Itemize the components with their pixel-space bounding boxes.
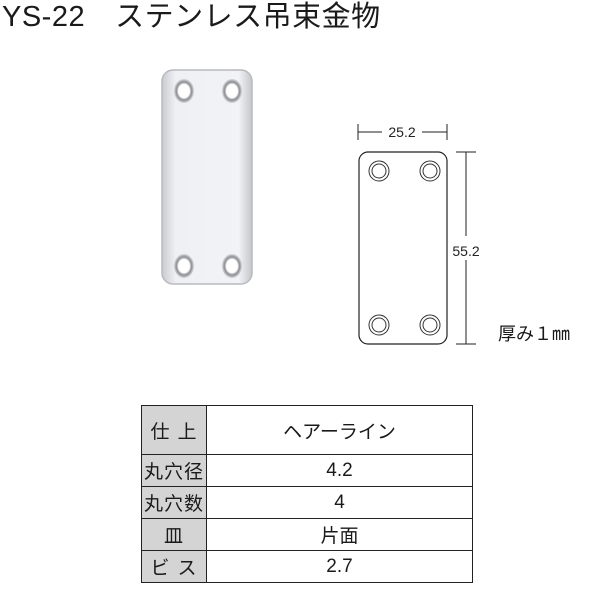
- row-value: 片面: [206, 518, 473, 551]
- table-row: 皿 片面: [141, 518, 473, 551]
- row-value: ヘアーライン: [206, 405, 473, 455]
- height-dimension: 55.2: [452, 243, 479, 259]
- product-code: YS-22: [2, 1, 86, 33]
- spec-table: 仕 上 ヘアーライン 丸穴径 4.2 丸穴数 4 皿 片面 ビ ス 2.7: [141, 405, 473, 583]
- row-label: 丸穴数: [141, 486, 207, 519]
- product-photo: [161, 69, 253, 285]
- row-value: 4: [206, 486, 473, 519]
- row-label: 皿: [141, 518, 207, 551]
- table-row: 丸穴径 4.2: [141, 454, 473, 487]
- row-label: ビ ス: [141, 550, 207, 583]
- thickness-label: 厚み１㎜: [498, 324, 570, 345]
- product-name: ステンレス吊束金物: [115, 1, 381, 33]
- table-row: 仕 上 ヘアーライン: [141, 405, 473, 455]
- product-title: YS-22 ステンレス吊束金物: [2, 0, 381, 34]
- table-row: ビ ス 2.7: [141, 550, 473, 583]
- row-value: 4.2: [206, 454, 473, 487]
- width-dimension: 25.2: [388, 124, 415, 140]
- row-label: 丸穴径: [141, 454, 207, 487]
- dimension-drawing: 25.2 55.2: [357, 124, 480, 345]
- table-row: 丸穴数 4: [141, 486, 473, 519]
- row-label: 仕 上: [141, 405, 207, 455]
- row-value: 2.7: [206, 550, 473, 583]
